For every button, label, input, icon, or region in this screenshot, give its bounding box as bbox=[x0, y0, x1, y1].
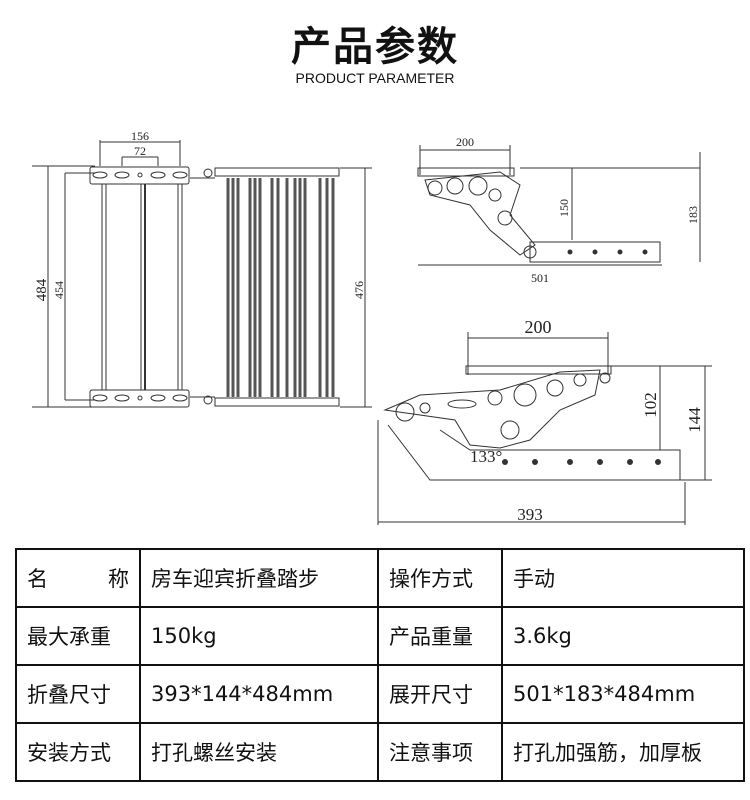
label-cell: 折叠尺寸 bbox=[15, 664, 141, 724]
parameter-table: 名称 房车迎宾折叠踏步 操作方式 手动 最大承重 150kg 产品重量 3.6k… bbox=[15, 548, 745, 782]
dim-144: 144 bbox=[685, 407, 704, 433]
technical-drawings: 156 72 484 454 476 200 bbox=[32, 129, 712, 525]
label-cell: 名称 bbox=[15, 548, 141, 608]
dim-484: 484 bbox=[34, 278, 50, 301]
dim-133-angle: 133° bbox=[470, 447, 502, 466]
label-text: 称 bbox=[108, 567, 129, 591]
table-row: 安装方式 打孔螺丝安装 注意事项 打孔加强筋，加厚板 bbox=[15, 722, 745, 782]
dim-476: 476 bbox=[352, 281, 366, 299]
value-cell: 打孔加强筋，加厚板 bbox=[501, 722, 745, 782]
label-cell: 注意事项 bbox=[377, 722, 503, 782]
value-cell: 393*144*484mm bbox=[139, 664, 379, 724]
value-cell: 手动 bbox=[501, 548, 745, 608]
header: 产品参数 PRODUCT PARAMETER bbox=[0, 0, 750, 120]
label-cell: 操作方式 bbox=[377, 548, 503, 608]
dim-501: 501 bbox=[531, 271, 549, 285]
page-title: 产品参数 bbox=[291, 24, 459, 70]
value-cell: 501*183*484mm bbox=[501, 664, 745, 724]
dim-183: 183 bbox=[686, 206, 700, 224]
value-cell: 3.6kg bbox=[501, 606, 745, 666]
value-cell: 打孔螺丝安装 bbox=[139, 722, 379, 782]
label-cell: 安装方式 bbox=[15, 722, 141, 782]
dim-200-folded: 200 bbox=[525, 317, 552, 337]
dim-393: 393 bbox=[517, 505, 543, 524]
dim-150: 150 bbox=[557, 199, 571, 217]
value-cell: 房车迎宾折叠踏步 bbox=[139, 548, 379, 608]
page-subtitle: PRODUCT PARAMETER bbox=[295, 70, 455, 86]
dim-200-extended: 200 bbox=[456, 135, 474, 149]
table-row: 名称 房车迎宾折叠踏步 操作方式 手动 bbox=[15, 548, 745, 608]
top-view-drawing: 156 72 484 454 476 bbox=[32, 129, 372, 408]
table-row: 折叠尺寸 393*144*484mm 展开尺寸 501*183*484mm bbox=[15, 664, 745, 724]
label-text: 名 bbox=[27, 567, 48, 591]
dim-156: 156 bbox=[131, 129, 149, 143]
dim-72: 72 bbox=[134, 144, 146, 158]
dim-454: 454 bbox=[52, 281, 66, 299]
label-cell: 展开尺寸 bbox=[377, 664, 503, 724]
value-cell: 150kg bbox=[139, 606, 379, 666]
table-row: 最大承重 150kg 产品重量 3.6kg bbox=[15, 606, 745, 666]
extended-side-view-drawing: 200 150 183 501 bbox=[417, 135, 701, 285]
label-cell: 产品重量 bbox=[377, 606, 503, 666]
label-cell: 最大承重 bbox=[15, 606, 141, 666]
folded-side-view-drawing: 200 133° 102 144 393 bbox=[377, 317, 712, 525]
dim-102: 102 bbox=[641, 392, 660, 418]
